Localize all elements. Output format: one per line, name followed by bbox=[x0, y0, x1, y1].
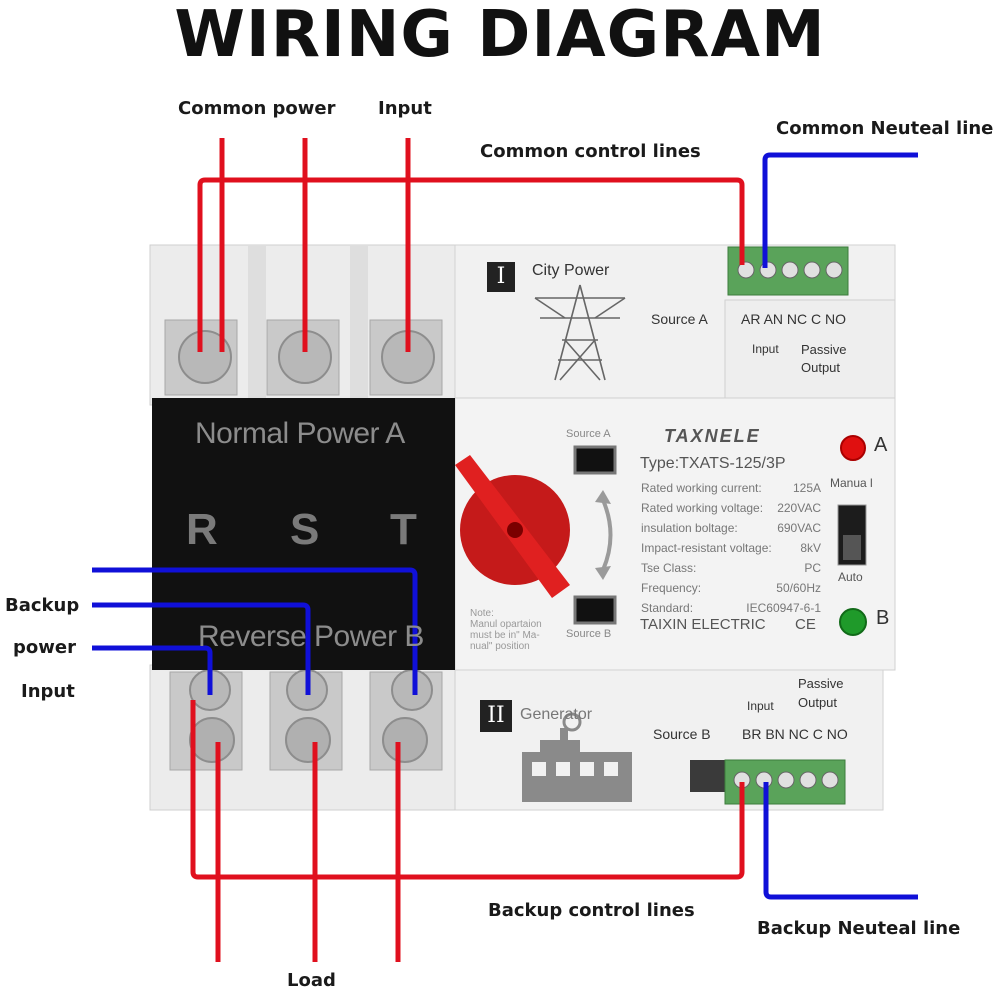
label-common-neutral-line: Common Neuteal line bbox=[776, 118, 994, 139]
passive-b-label-2: Output bbox=[798, 695, 838, 710]
spec-row: Tse Class: PC bbox=[641, 558, 821, 578]
note-text: Note: Manul opartaion must be in" Ma- nu… bbox=[470, 608, 542, 652]
spec-value: 50/60Hz bbox=[776, 581, 821, 595]
page-title: WIRING DIAGRAM bbox=[174, 0, 826, 72]
red-wires bbox=[190, 138, 745, 962]
spec-row: Standard: IEC60947-6-1 bbox=[641, 598, 821, 618]
input-a-label: Input bbox=[752, 342, 779, 356]
source-a-numeral-box bbox=[487, 262, 515, 292]
terminals-a-label: AR AN NC C NO bbox=[741, 311, 847, 327]
passive-b-label-1: Passive bbox=[798, 676, 844, 691]
top-breaker-divider-1 bbox=[248, 245, 266, 405]
city-power-label: City Power bbox=[532, 262, 610, 279]
label-power: power bbox=[13, 637, 76, 658]
label-input-left: Input bbox=[21, 681, 75, 702]
source-b-numeral-box bbox=[480, 700, 512, 732]
passive-a-label-2: Output bbox=[801, 360, 841, 375]
label-load: Load bbox=[287, 970, 336, 991]
source-b-window bbox=[573, 595, 617, 625]
reverse-power-label: Reverse Power B bbox=[198, 620, 424, 653]
source-a-roman: I bbox=[496, 264, 506, 289]
terminals-b-label: BR BN NC C NO bbox=[742, 726, 848, 742]
label-input-top: Input bbox=[378, 98, 432, 119]
rotation-arrow-icon bbox=[595, 490, 613, 580]
brand-logo: TAXNELE bbox=[664, 426, 761, 446]
spec-label: insulation boltage: bbox=[641, 521, 738, 535]
blue-wires bbox=[92, 152, 918, 900]
note-line-4: nual" position bbox=[470, 641, 530, 652]
spec-row: Frequency: 50/60Hz bbox=[641, 578, 821, 598]
spec-row: insulation boltage: 690VAC bbox=[641, 518, 821, 538]
label-backup: Backup bbox=[5, 595, 80, 616]
note-line-2: Manul opartaion bbox=[470, 619, 542, 630]
spec-value: 690VAC bbox=[777, 521, 821, 535]
source-a-window bbox=[573, 445, 617, 475]
led-a-icon bbox=[840, 435, 866, 461]
spec-row: Rated working voltage: 220VAC bbox=[641, 498, 821, 518]
window-source-b-label: Source B bbox=[566, 628, 612, 640]
rotary-handle[interactable] bbox=[455, 455, 570, 598]
spec-label: Standard: bbox=[641, 601, 694, 615]
passive-a-label-1: Passive bbox=[801, 342, 847, 357]
indicator-b-label: B bbox=[876, 607, 890, 629]
ce-mark: CE bbox=[795, 616, 816, 633]
spec-row: Impact-resistant voltage: 8kV bbox=[641, 538, 821, 558]
label-backup-neutral-line: Backup Neuteal line bbox=[757, 918, 961, 939]
phase-r-label: R bbox=[186, 505, 218, 554]
source-a-terminal-block bbox=[727, 246, 849, 296]
spec-label: Rated working voltage: bbox=[641, 501, 764, 515]
window-source-a-label: Source A bbox=[566, 428, 611, 440]
spec-label: Impact-resistant voltage: bbox=[641, 541, 772, 555]
indicator-a-label: A bbox=[874, 434, 888, 456]
input-b-label: Input bbox=[747, 699, 774, 713]
spec-value: 125A bbox=[792, 481, 821, 495]
source-b-label: Source B bbox=[653, 726, 711, 742]
manual-label: Manua l bbox=[830, 476, 873, 490]
spec-value: 220VAC bbox=[777, 501, 821, 515]
spec-value: 8kV bbox=[800, 541, 821, 555]
phase-t-label: T bbox=[390, 505, 417, 554]
generator-icon bbox=[522, 712, 632, 802]
led-b-icon bbox=[839, 608, 867, 636]
black-front-panel bbox=[152, 398, 455, 670]
spec-value: PC bbox=[804, 561, 821, 575]
source-b-roman: II bbox=[487, 703, 505, 728]
spec-label: Tse Class: bbox=[641, 561, 697, 575]
generator-label: Generator bbox=[520, 706, 593, 723]
normal-power-label: Normal Power A bbox=[195, 417, 405, 450]
label-common-control-lines: Common control lines bbox=[480, 141, 701, 162]
note-line-1: Note: bbox=[470, 608, 494, 619]
bottom-screws bbox=[169, 669, 443, 771]
source-b-terminal-block bbox=[724, 759, 846, 805]
spec-row: Rated working current: 125A bbox=[641, 478, 821, 498]
phase-s-label: S bbox=[290, 505, 320, 554]
power-tower-icon bbox=[534, 284, 626, 381]
label-backup-control-lines: Backup control lines bbox=[488, 900, 695, 921]
label-common-power: Common power bbox=[178, 98, 336, 119]
spec-value: IEC60947-6-1 bbox=[746, 601, 821, 615]
source-a-label: Source A bbox=[651, 311, 708, 327]
mode-switch-lever[interactable] bbox=[843, 535, 861, 560]
type-label: Type:TXATS-125/3P bbox=[640, 455, 786, 472]
source-b-terminal-base bbox=[690, 760, 730, 792]
maker-label: TAIXIN ELECTRIC bbox=[640, 616, 766, 633]
spec-label: Frequency: bbox=[641, 581, 702, 595]
auto-label: Auto bbox=[838, 570, 863, 584]
note-line-3: must be in" Ma- bbox=[470, 630, 540, 641]
top-breaker-divider-2 bbox=[350, 245, 368, 405]
source-a-terminal-shelf bbox=[724, 299, 896, 401]
spec-label: Rated working current: bbox=[641, 481, 762, 495]
